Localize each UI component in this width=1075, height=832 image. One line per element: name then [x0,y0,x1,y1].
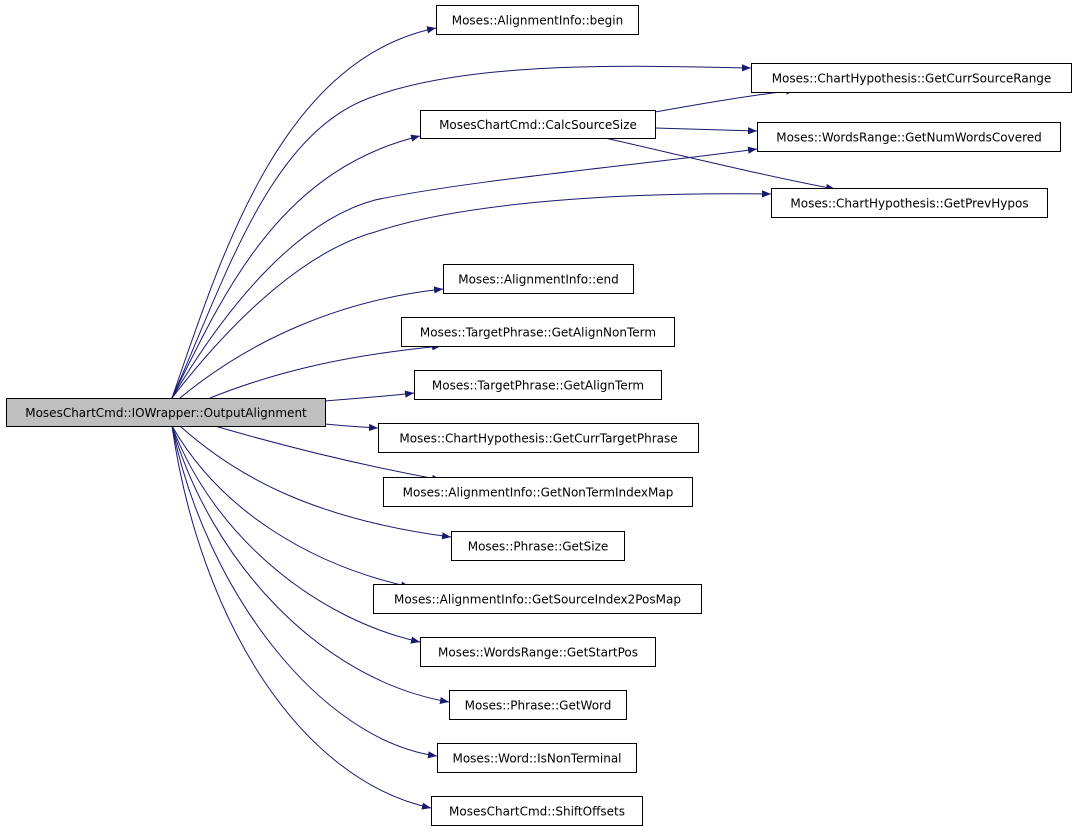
edge-root-to-wr_gnwc [171,146,758,399]
edge-root-to-ph_gw [171,425,450,705]
node-label: Moses::ChartHypothesis::GetPrevHypos [790,197,1028,211]
node-label: Moses::TargetPhrase::GetAlignNonTerm [420,326,656,340]
node-label: Moses::AlignmentInfo::end [458,273,619,287]
node-calc[interactable]: MosesChartCmd::CalcSourceSize [420,110,656,139]
node-label: Moses::TargetPhrase::GetAlignTerm [432,379,644,393]
node-label: Moses::AlignmentInfo::GetSourceIndex2Pos… [394,593,681,607]
edge-root-to-ch_gph [171,190,772,399]
edge-root-to-w_int [171,425,438,759]
node-ch_gph[interactable]: Moses::ChartHypothesis::GetPrevHypos [771,188,1048,218]
node-box [757,122,1061,152]
edge-root-to-ph_gs [179,425,452,540]
node-tp_gant[interactable]: Moses::TargetPhrase::GetAlignNonTerm [401,317,675,347]
node-box [771,188,1048,218]
edge-root-to-ai_gntim [214,425,442,482]
edges [171,26,836,810]
edge-root-to-calc [171,134,421,399]
edge-root-to-tp_gant [209,343,442,399]
node-box [449,690,627,720]
node-label: Moses::Word::IsNonTerminal [452,752,621,766]
edge-root-to-shift [171,425,432,810]
node-shift[interactable]: MosesChartCmd::ShiftOffsets [431,796,643,826]
node-ai_gntim[interactable]: Moses::AlignmentInfo::GetNonTermIndexMap [383,477,693,507]
node-w_int[interactable]: Moses::Word::IsNonTerminal [437,743,637,773]
node-box [443,264,634,294]
node-label: Moses::ChartHypothesis::GetCurrTargetPhr… [399,432,677,446]
node-ai_end[interactable]: Moses::AlignmentInfo::end [443,264,634,294]
edge-root-to-ch_gctp [324,423,379,432]
edge-root-to-tp_gat [324,390,415,402]
node-label: Moses::Phrase::GetWord [465,699,612,713]
node-label: Moses::WordsRange::GetStartPos [438,646,638,660]
edge-root-to-ch_gcsr [171,64,752,399]
node-wr_gnwc[interactable]: Moses::WordsRange::GetNumWordsCovered [757,122,1061,152]
node-box [436,5,639,35]
node-box [383,477,693,507]
node-wr_gsp[interactable]: Moses::WordsRange::GetStartPos [420,637,656,667]
node-label: MosesChartCmd::ShiftOffsets [449,805,625,819]
edge-root-to-ai_gsi2pm [171,425,411,589]
node-box [378,423,699,453]
node-label: Moses::ChartHypothesis::GetCurrSourceRan… [772,72,1052,86]
node-label: Moses::AlignmentInfo::GetNonTermIndexMap [403,486,674,500]
edge-calc-to-ch_gcsr [654,87,796,113]
node-ch_gctp[interactable]: Moses::ChartHypothesis::GetCurrTargetPhr… [378,423,699,453]
nodes: MosesChartCmd::IOWrapper::OutputAlignmen… [6,5,1072,826]
node-box [373,584,702,614]
node-box [437,743,637,773]
edge-calc-to-ch_gph [604,137,836,191]
node-box [420,110,656,139]
node-box [451,531,625,561]
node-label: Moses::AlignmentInfo::begin [452,14,624,28]
node-tp_gat[interactable]: Moses::TargetPhrase::GetAlignTerm [414,370,662,400]
node-box [6,398,326,427]
edge-root-to-wr_gsp [171,425,421,644]
edge-root-to-ai_end [179,286,444,399]
node-box [751,63,1072,93]
root-node: MosesChartCmd::IOWrapper::OutputAlignmen… [6,398,326,427]
node-box [420,637,656,667]
node-ai_gsi2pm[interactable]: Moses::AlignmentInfo::GetSourceIndex2Pos… [373,584,702,614]
node-box [401,317,675,347]
edge-calc-to-wr_gnwc [654,127,758,135]
node-box [431,796,643,826]
node-label: Moses::WordsRange::GetNumWordsCovered [776,131,1042,145]
node-ch_gcsr[interactable]: Moses::ChartHypothesis::GetCurrSourceRan… [751,63,1072,93]
node-ph_gs[interactable]: Moses::Phrase::GetSize [451,531,625,561]
node-ai_begin[interactable]: Moses::AlignmentInfo::begin [436,5,639,35]
node-box [414,370,662,400]
node-label: MosesChartCmd::IOWrapper::OutputAlignmen… [25,406,307,420]
edge-root-to-ai_begin [171,26,437,399]
node-label: Moses::Phrase::GetSize [468,540,609,554]
node-label: MosesChartCmd::CalcSourceSize [439,118,637,132]
node-ph_gw[interactable]: Moses::Phrase::GetWord [449,690,627,720]
